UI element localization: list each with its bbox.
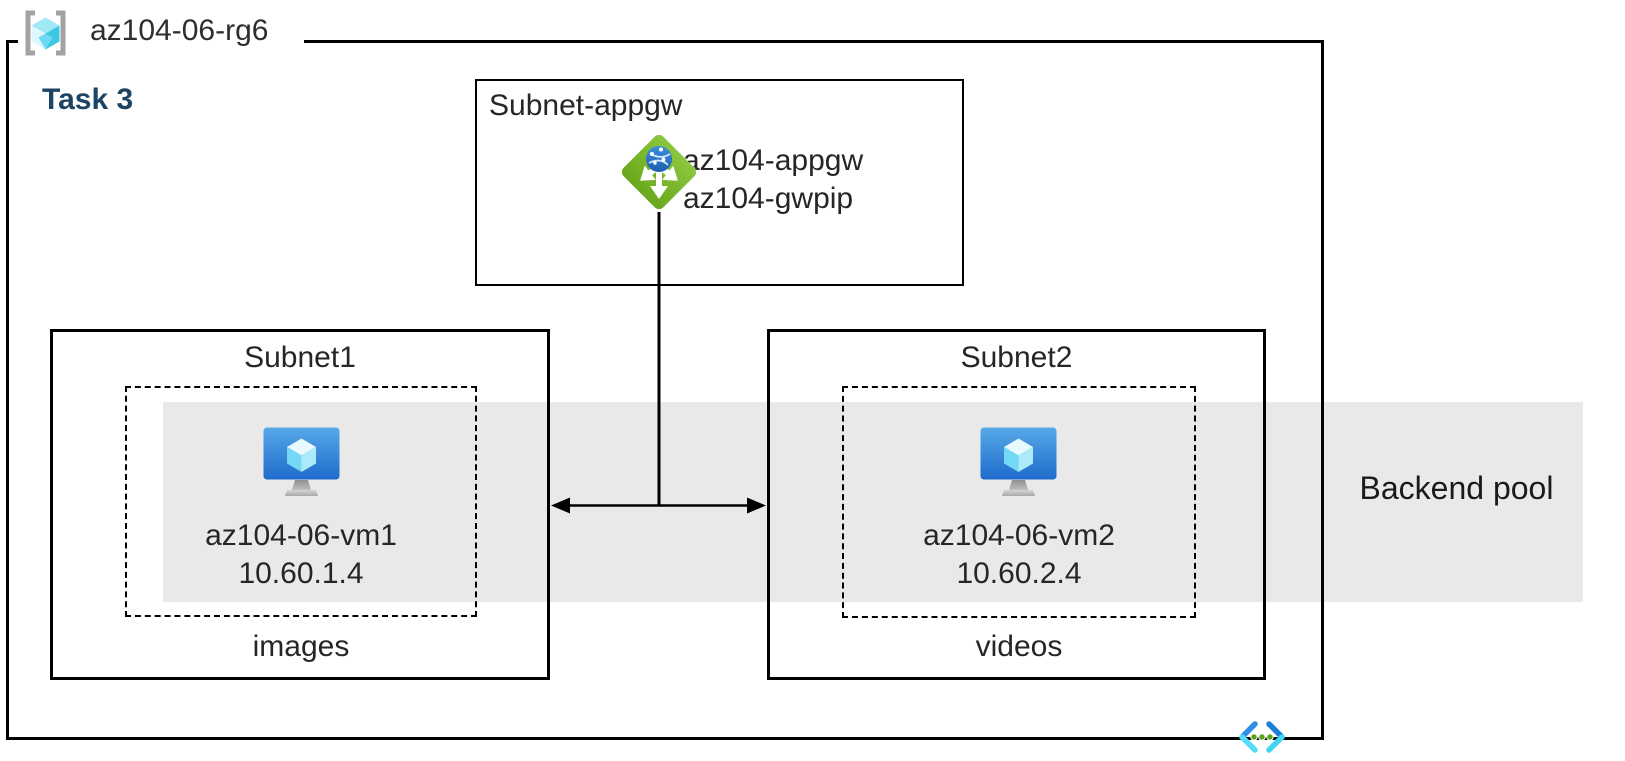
subnet2-label: Subnet2	[960, 341, 1073, 374]
vm2-ip: 10.60.2.4	[956, 557, 1082, 590]
appgw-name: az104-appgw	[683, 144, 864, 177]
resource-group-icon	[25, 10, 66, 56]
vm1-ip: 10.60.1.4	[238, 557, 364, 590]
subnet2-dashed-box	[842, 386, 1196, 618]
resource-group-title: az104-06-rg6	[90, 14, 269, 47]
vm1-labels: az104-06-vm1 10.60.1.4	[125, 517, 477, 593]
virtual-machine-icon	[263, 427, 340, 496]
virtual-network-icon	[1239, 721, 1285, 753]
subnet1-label: Subnet1	[244, 341, 356, 374]
virtual-machine-icon	[980, 427, 1057, 496]
vm2-name: az104-06-vm2	[923, 519, 1115, 552]
backend-pool-band	[163, 402, 1583, 602]
application-gateway-icon	[621, 134, 697, 210]
vm2-labels: az104-06-vm2 10.60.2.4	[842, 517, 1196, 593]
subnet-appgw-box	[475, 79, 964, 286]
backend-pool-label: Backend pool	[1359, 470, 1554, 506]
appgw-public-ip-name: az104-gwpip	[683, 182, 854, 215]
globe	[646, 146, 672, 172]
subnet1-caption: images	[252, 630, 350, 663]
resource-group-border-gap	[18, 35, 304, 47]
appgw-names: az104-appgw az104-gwpip	[683, 142, 863, 218]
subnet1-dashed-box	[125, 386, 477, 617]
subnet2-caption: videos	[975, 630, 1063, 663]
subnet1-box	[50, 329, 550, 680]
vm1-name: az104-06-vm1	[205, 519, 397, 552]
subnet-appgw-label: Subnet-appgw	[489, 89, 683, 122]
resource-group-box	[6, 40, 1324, 740]
subnet2-box	[767, 329, 1266, 680]
task-label: Task 3	[42, 83, 134, 116]
